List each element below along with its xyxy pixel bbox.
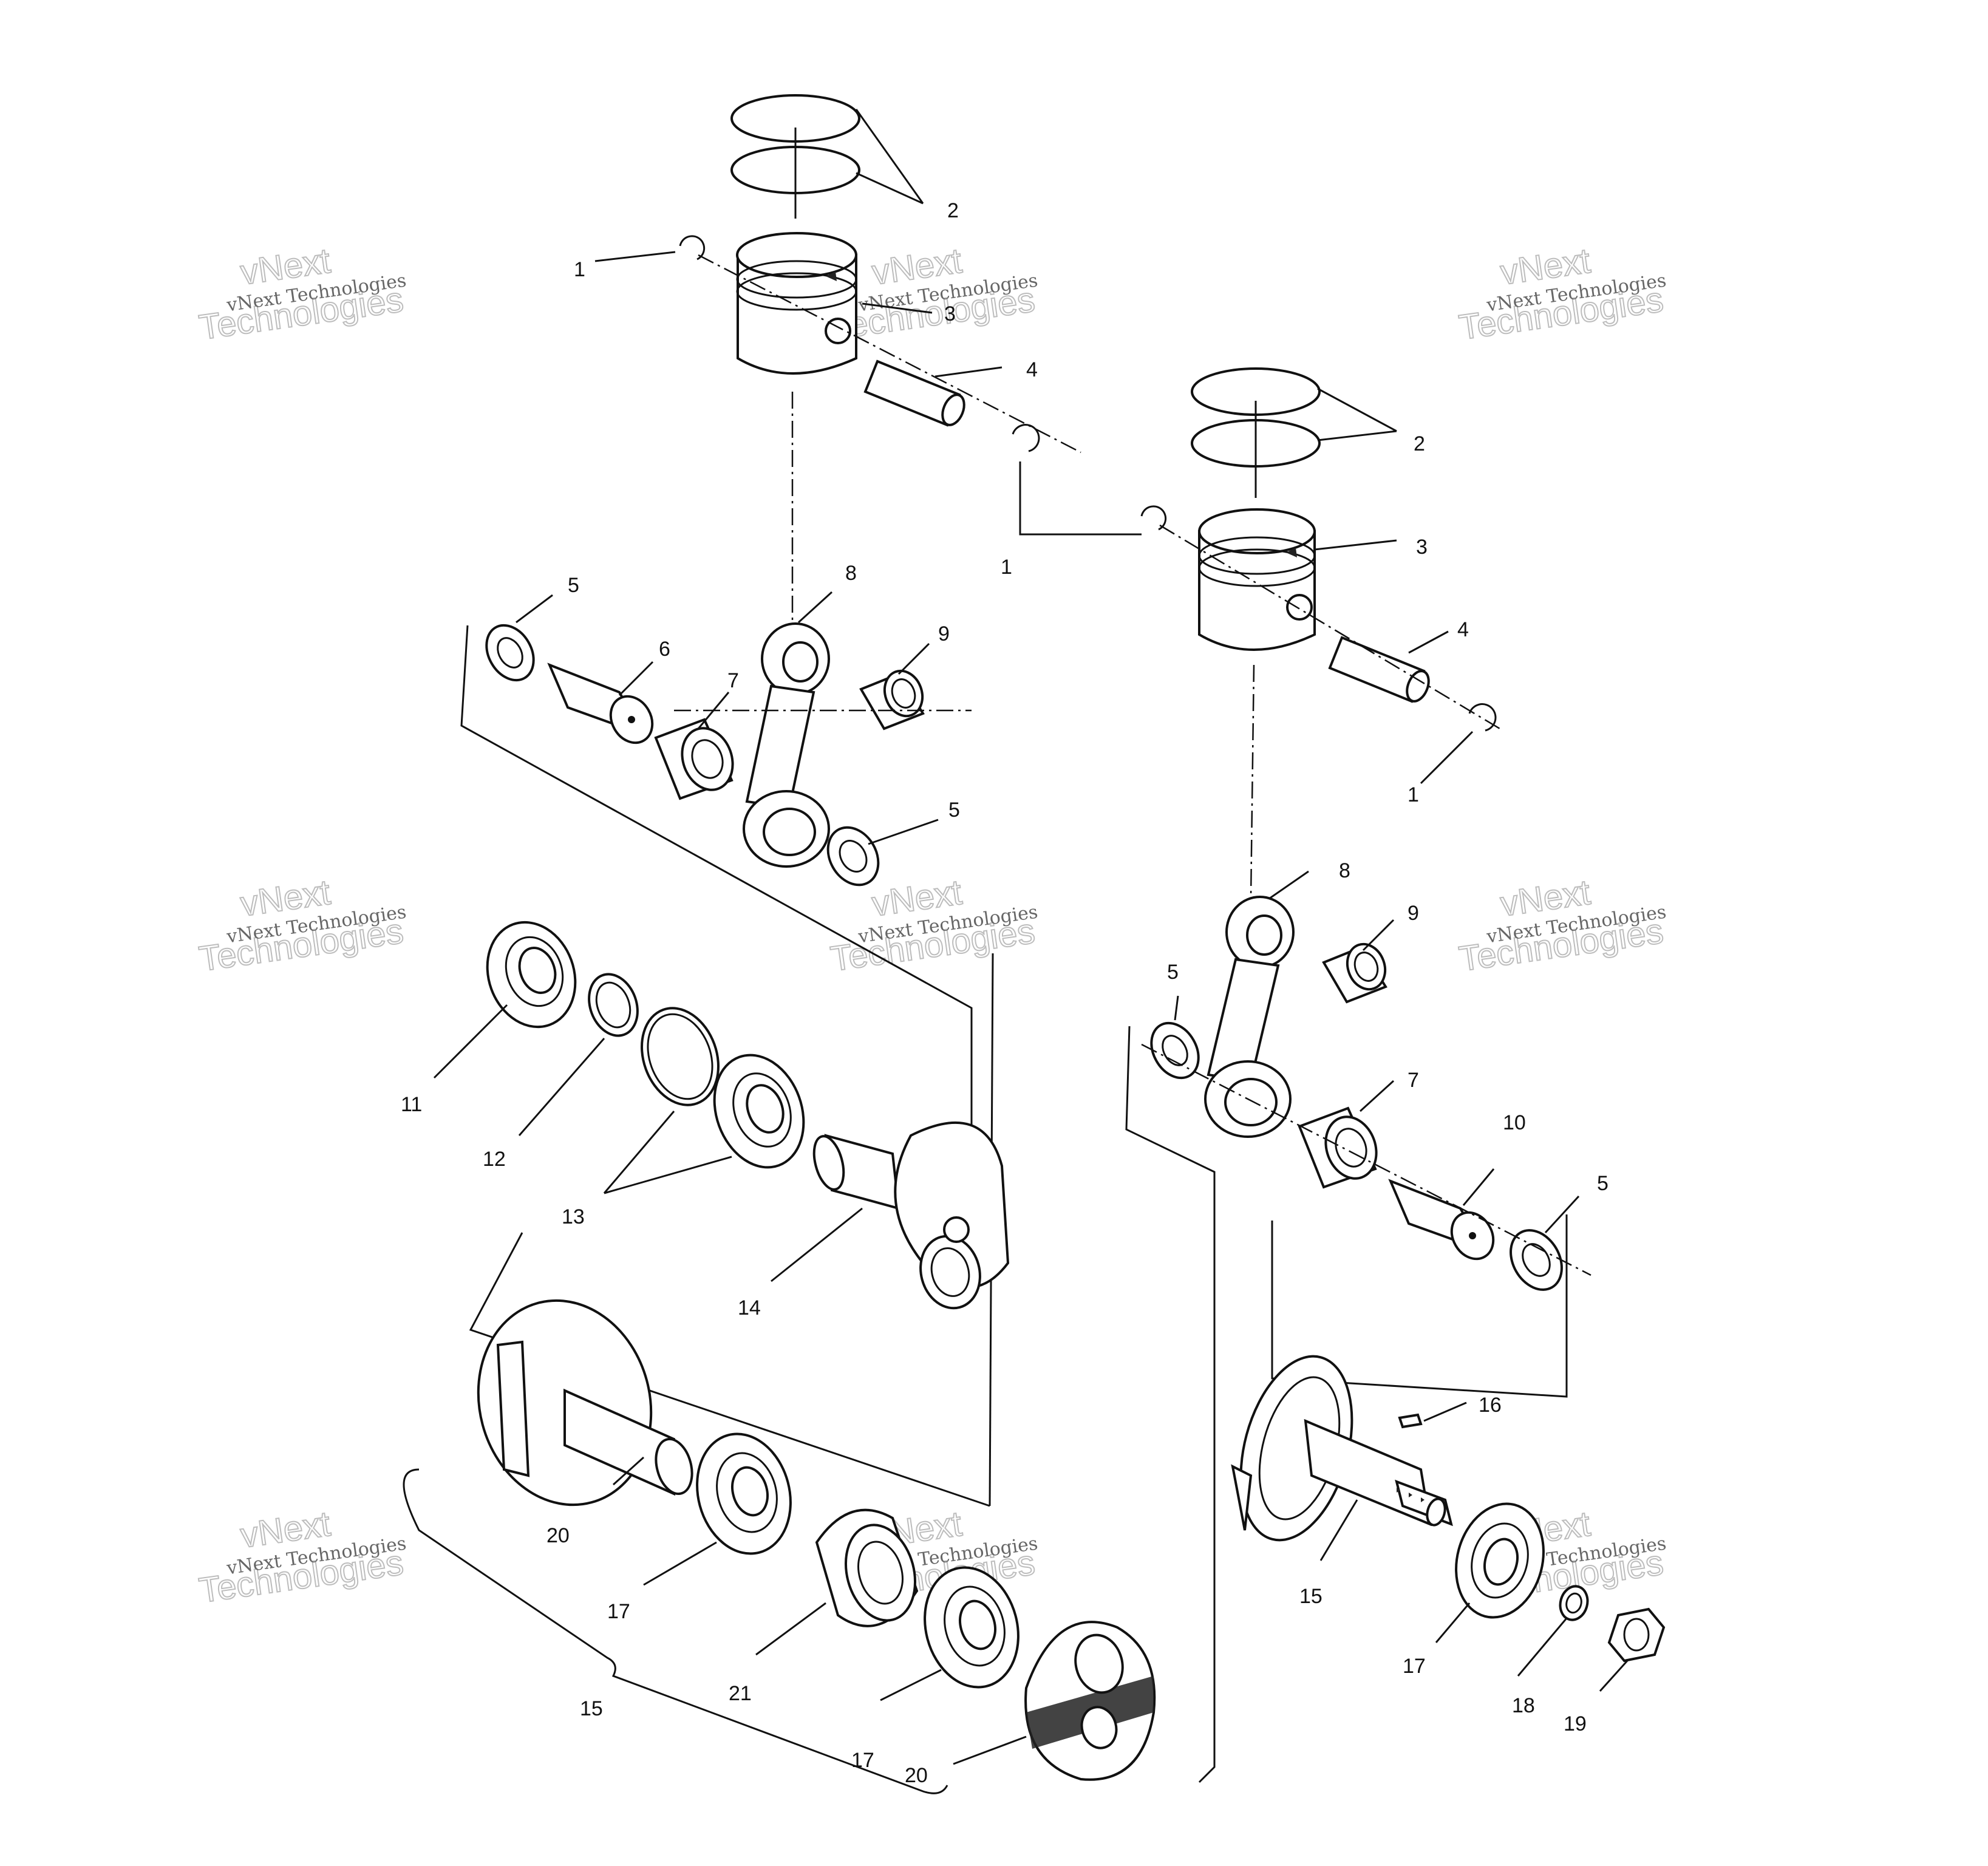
callout-14: 14	[738, 1296, 761, 1319]
main-bearing-11	[486, 921, 577, 1029]
needle-bearing-big-right	[1298, 1106, 1378, 1189]
snap-ring-13	[641, 1007, 720, 1106]
main-bearing-17-a	[696, 1432, 792, 1555]
thrust-washer-left-1	[485, 624, 535, 682]
left-piston-assembly	[679, 94, 1081, 625]
callout-5: 5	[1167, 961, 1179, 984]
needle-bearing-small-left	[859, 669, 925, 730]
right-piston-assembly	[1140, 367, 1500, 899]
callout-5: 5	[948, 798, 960, 822]
callout-3: 3	[944, 302, 956, 325]
needle-bearing-big-left	[654, 718, 734, 800]
callout-1: 1	[574, 258, 585, 281]
callout-2: 2	[1414, 432, 1425, 455]
woodruff-key-16	[1398, 1413, 1423, 1429]
callout-3: 3	[1416, 536, 1428, 559]
lock-washer-18	[1559, 1585, 1589, 1621]
callout-17: 17	[851, 1749, 874, 1772]
labyrinth-seal-21	[815, 1508, 919, 1627]
callout-1: 1	[1408, 783, 1419, 806]
crankshaft-right-15	[1231, 1355, 1453, 1542]
callout-7: 7	[1408, 1069, 1419, 1092]
callout-20: 20	[905, 1764, 928, 1787]
callout-17: 17	[607, 1600, 630, 1623]
main-bearing-13	[713, 1054, 805, 1169]
callout-20: 20	[546, 1524, 570, 1547]
callout-13: 13	[562, 1205, 585, 1228]
crank-flywheel-20	[477, 1299, 693, 1507]
callout-17: 17	[1403, 1655, 1426, 1678]
callout-21: 21	[729, 1682, 752, 1705]
callout-8: 8	[1339, 859, 1350, 882]
callout-9: 9	[1408, 902, 1419, 925]
crank-nut-19	[1607, 1607, 1666, 1663]
thrust-washer-left-2	[826, 826, 880, 887]
piston-left	[737, 254, 857, 375]
callout-7: 7	[727, 669, 739, 692]
callout-15: 15	[580, 1697, 603, 1720]
crankshaft-half-14	[812, 1121, 1010, 1310]
callout-4: 4	[1457, 618, 1469, 641]
main-bearing-17-b	[924, 1566, 1020, 1689]
crank-pin-right-10	[1388, 1179, 1495, 1261]
crank-pin-left	[547, 662, 654, 744]
seal-ring-12	[588, 973, 639, 1037]
main-bearing-17-c	[1455, 1502, 1545, 1619]
thrust-washer-right-2	[1510, 1229, 1563, 1291]
assembly-brace-15	[403, 1468, 948, 1794]
callout-10: 10	[1503, 1111, 1526, 1134]
crank-web-20	[1024, 1621, 1156, 1781]
callout-15: 15	[1299, 1585, 1322, 1608]
left-connecting-rod	[743, 622, 830, 868]
callout-4: 4	[1026, 358, 1038, 381]
callout-2: 2	[947, 199, 959, 222]
callout-5: 5	[1597, 1172, 1608, 1195]
needle-bearing-small-right	[1322, 942, 1387, 1004]
callout-16: 16	[1479, 1394, 1502, 1417]
callout-18: 18	[1512, 1694, 1535, 1717]
leader-lines	[433, 109, 1629, 1765]
callout-12: 12	[483, 1148, 506, 1171]
right-connecting-rod	[1204, 896, 1295, 1138]
callout-1: 1	[1001, 556, 1012, 579]
callout-19: 19	[1564, 1712, 1587, 1735]
callout-8: 8	[845, 562, 857, 585]
callout-9: 9	[938, 622, 950, 645]
callout-5: 5	[568, 574, 579, 597]
callout-6: 6	[659, 638, 670, 661]
callout-11: 11	[401, 1093, 422, 1116]
thrust-washer-right-1	[1150, 1021, 1200, 1080]
circlip-left-1	[679, 235, 706, 260]
circlip-left-2	[1012, 424, 1040, 452]
callout-labels: 1 2 3 4 5 6 7 8 9 5 11 12 13 14 20 17 21…	[401, 199, 1608, 1787]
